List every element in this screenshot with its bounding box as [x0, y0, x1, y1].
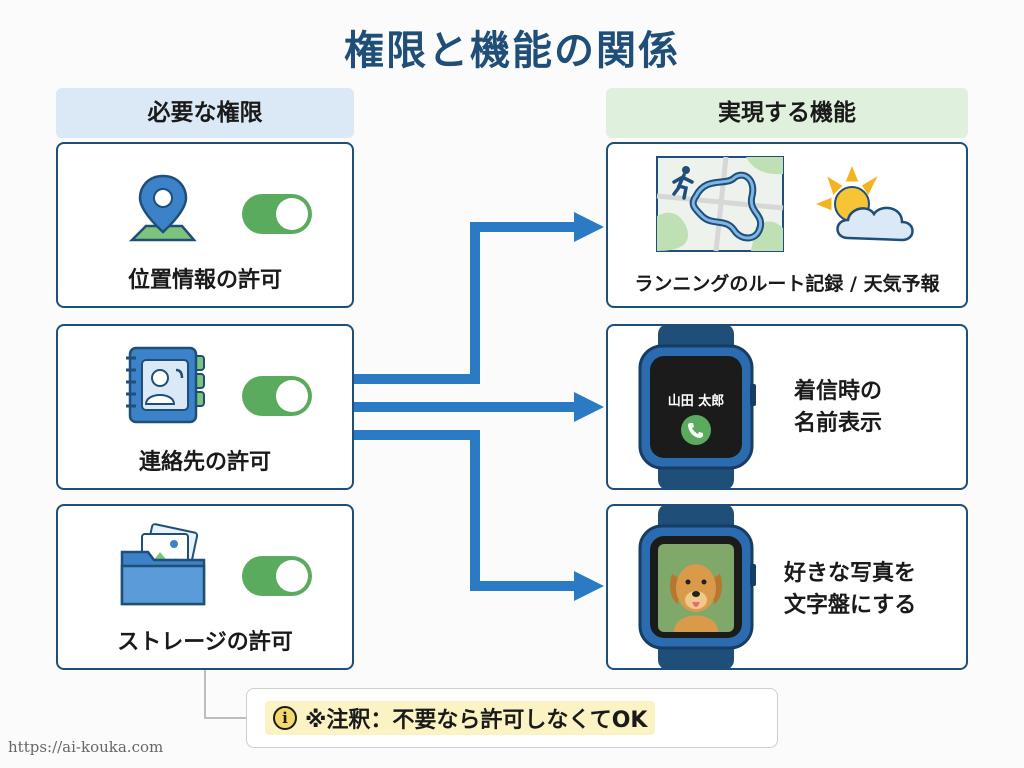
features-header: 実現する機能: [606, 88, 968, 138]
location-permission-toggle[interactable]: [242, 194, 312, 234]
feature-label-photo-line2: 文字盤にする: [784, 593, 917, 618]
permission-label-storage: ストレージの許可: [117, 630, 293, 655]
phone-icon: [681, 415, 711, 445]
weather-icon: [815, 165, 914, 242]
storage-permission-toggle[interactable]: [242, 556, 312, 596]
permission-label-contacts: 連絡先の許可: [138, 450, 271, 475]
contacts-permission-toggle[interactable]: [242, 376, 312, 416]
feature-card-route-weather: ランニングのルート記録 / 天気予報: [606, 142, 968, 308]
map-route-icon: [656, 156, 784, 252]
watermark: https://ai-kouka.com: [8, 738, 164, 756]
dog-photo-icon: [658, 544, 734, 632]
feature-card-photo-face: 好きな写真を 文字盤にする: [606, 504, 968, 670]
map-pin-icon: [128, 174, 197, 242]
note-box: i ※注釈：不要なら許可しなくてOK: [246, 688, 778, 748]
smartwatch-icon: [638, 324, 756, 490]
feature-label-caller-line1: 着信時の: [794, 379, 883, 404]
contacts-book-icon: [126, 346, 205, 424]
note-highlight: i ※注釈：不要なら許可しなくてOK: [265, 701, 656, 735]
permission-label-location: 位置情報の許可: [127, 268, 282, 293]
runner-icon: [672, 166, 694, 200]
feature-label-caller-line2: 名前表示: [794, 411, 883, 436]
photo-folder-icon: [120, 523, 206, 606]
info-icon: i: [273, 706, 297, 730]
watch-caller-name: 山田 太郎: [667, 394, 725, 409]
permission-card-storage: ストレージの許可: [56, 504, 354, 670]
feature-label-photo-line1: 好きな写真を: [784, 561, 917, 586]
permission-card-contacts: 連絡先の許可: [56, 324, 354, 490]
permissions-header: 必要な権限: [56, 88, 354, 138]
permission-card-location: 位置情報の許可: [56, 142, 354, 308]
note-text: ※注釈：不要なら許可しなくてOK: [305, 708, 648, 733]
feature-label-route-weather: ランニングのルート記録 / 天気予報: [634, 273, 940, 295]
feature-card-caller-name: 山田 太郎 着信時の 名前表示: [606, 324, 968, 490]
page-title: 権限と機能の関係: [344, 28, 680, 74]
